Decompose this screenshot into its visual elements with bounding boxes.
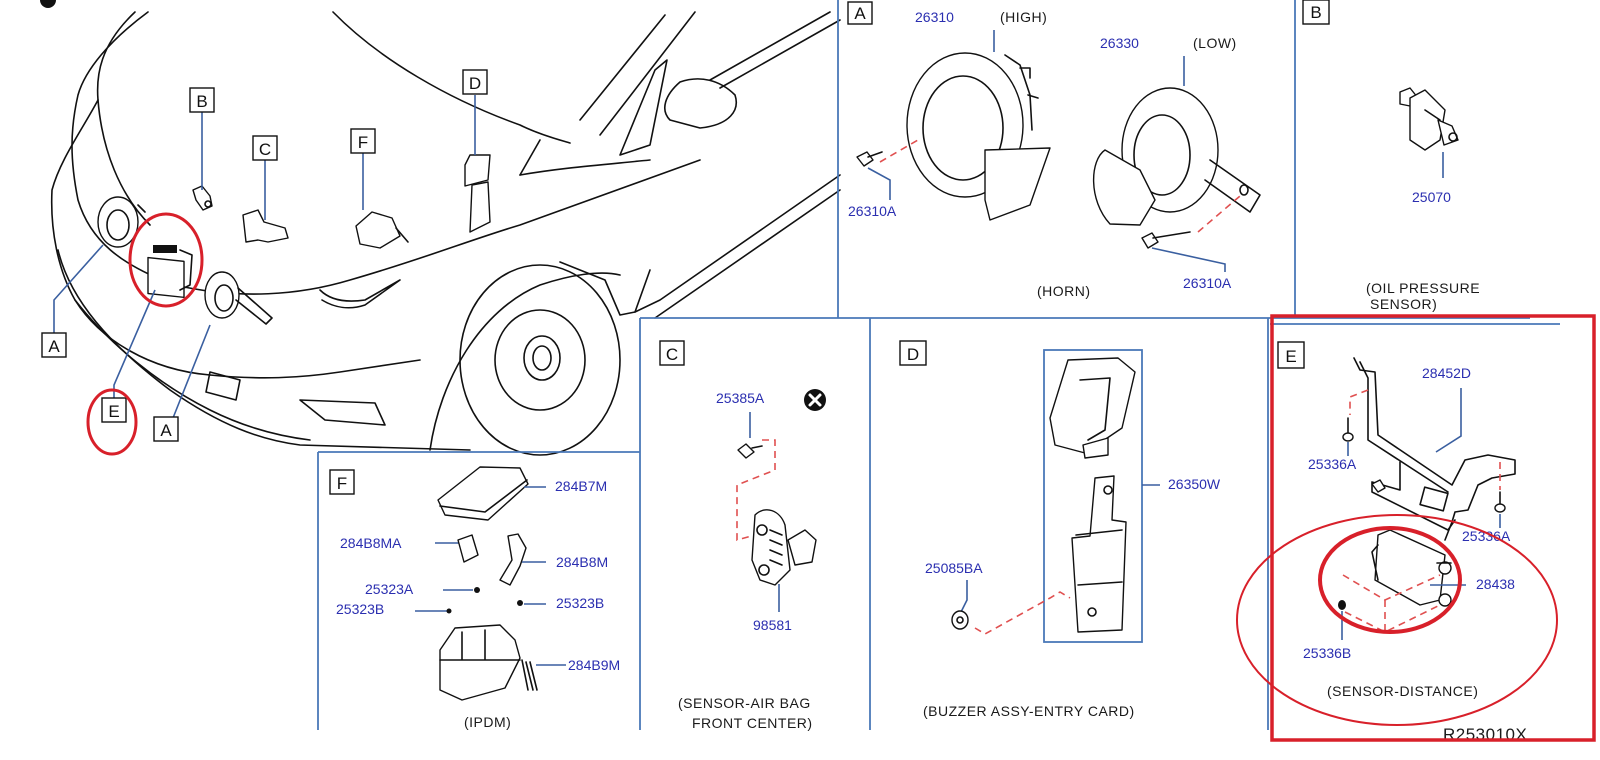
caption-airbag-line2: FRONT CENTER) — [692, 715, 813, 731]
part-25336B[interactable]: 25336B — [1303, 645, 1351, 661]
ipdm-overview — [355, 211, 409, 249]
horn-overview-right — [204, 271, 273, 325]
svg-text:E: E — [108, 402, 119, 421]
highlight-box-panel-e — [1270, 314, 1596, 742]
svg-text:C: C — [666, 345, 678, 364]
distance-sensor-overview — [147, 245, 193, 299]
callout-a-right[interactable]: A — [153, 416, 179, 442]
ipdm-cover-drawing — [437, 466, 529, 521]
caption-oil-pressure-line1: (OIL PRESSURE — [1366, 280, 1480, 296]
not-serviced-icon — [804, 389, 826, 411]
part-28452D[interactable]: 28452D — [1422, 365, 1471, 381]
svg-text:(HIGH): (HIGH) — [1000, 9, 1047, 25]
horn-overview-left — [97, 196, 146, 248]
svg-text:F: F — [337, 474, 347, 493]
part-98581[interactable]: 98581 — [753, 617, 792, 633]
part-26310A-low[interactable]: 26310A — [1183, 275, 1232, 291]
highlight-circle-callout-e — [86, 388, 138, 456]
callout-e[interactable]: E — [101, 397, 127, 423]
bullet-mark — [40, 0, 56, 8]
nut-icon — [951, 610, 969, 630]
highlight-circle-sensor-part — [1318, 526, 1462, 634]
svg-text:A: A — [854, 4, 866, 23]
part-284B8M[interactable]: 284B8M — [556, 554, 608, 570]
panel-a-horn: A 26310 (HIGH) 26310A 26330 (LOW) — [847, 1, 1261, 299]
nut-icon — [1338, 600, 1346, 610]
caption-sensor-distance: (SENSOR-DISTANCE) — [1327, 683, 1478, 699]
svg-text:A: A — [160, 421, 172, 440]
callout-d[interactable]: D — [462, 69, 488, 95]
buzzer-overview — [464, 154, 491, 233]
oil-sensor-drawing — [1399, 87, 1459, 151]
svg-text:C: C — [259, 140, 271, 159]
panel-frames — [317, 0, 1530, 730]
bolt-icon — [737, 443, 763, 459]
svg-text:B: B — [1310, 3, 1321, 22]
svg-text:D: D — [469, 74, 481, 93]
callout-a-left[interactable]: A — [41, 332, 67, 358]
ipdm-bracket-drawing — [499, 533, 527, 586]
bracket-drawing — [1353, 357, 1516, 541]
part-25385A[interactable]: 25385A — [716, 390, 765, 406]
part-25323A[interactable]: 25323A — [365, 581, 414, 597]
panel-e-sensor-distance: E 28452D 25336A 25336A — [1236, 314, 1596, 744]
part-25323B-left[interactable]: 25323B — [336, 601, 384, 617]
airbag-sensor-drawing — [751, 509, 817, 586]
callout-c[interactable]: C — [252, 135, 278, 161]
svg-text:B: B — [196, 92, 207, 111]
panel-b-oil-pressure: B 25070 (OIL PRESSURE SENSOR) — [1302, 0, 1480, 312]
horn-high-drawing — [906, 52, 1051, 221]
part-25336A-left[interactable]: 25336A — [1308, 456, 1357, 472]
highlight-circle-sensor — [128, 212, 204, 308]
panel-c-airbag-sensor: C 25385A 98581 (SENSOR-AIR BAG FRONT CEN… — [659, 340, 826, 731]
svg-text:A: A — [48, 337, 60, 356]
part-284B8MA[interactable]: 284B8MA — [340, 535, 402, 551]
part-26350W[interactable]: 26350W — [1168, 476, 1221, 492]
bolt-icon — [1494, 491, 1506, 513]
front-wheel — [429, 272, 621, 451]
buzzer-assy-bracket-box — [1043, 349, 1143, 643]
part-25070[interactable]: 25070 — [1412, 189, 1451, 205]
part-26330[interactable]: 26330 — [1100, 35, 1139, 51]
bolt-icon — [856, 151, 883, 167]
svg-text:(LOW): (LOW) — [1193, 35, 1237, 51]
part-25085BA[interactable]: 25085BA — [925, 560, 983, 576]
ipdm-base-drawing — [439, 624, 538, 701]
bolt-icon — [1141, 231, 1191, 249]
callout-b[interactable]: B — [189, 87, 215, 113]
buzzer-drawing — [1049, 357, 1136, 633]
part-25323B-right[interactable]: 25323B — [556, 595, 604, 611]
part-28438[interactable]: 28438 — [1476, 576, 1515, 592]
highlight-ellipse-sensor-group — [1236, 514, 1558, 726]
ipdm-cover-small-drawing — [457, 534, 479, 563]
caption-airbag-line1: (SENSOR-AIR BAG — [678, 695, 811, 711]
car-hood-outline — [71, 11, 701, 295]
part-26310[interactable]: 26310 — [915, 9, 954, 25]
part-284B7M[interactable]: 284B7M — [555, 478, 607, 494]
svg-text:F: F — [358, 133, 368, 152]
bolt-icon — [1342, 417, 1354, 442]
horn-low-drawing — [1092, 87, 1261, 226]
panel-d-buzzer: D 26350W 25085BA (BUZZER ASSY-ENTRY CARD… — [899, 340, 1221, 719]
caption-ipdm: (IPDM) — [464, 714, 511, 730]
callout-f[interactable]: F — [350, 128, 376, 154]
caption-horn: (HORN) — [1037, 283, 1091, 299]
car-overview: B C F D A E A — [40, 0, 841, 456]
panel-f-ipdm: F 284B7M 284B8MA 284B8M 25323A 25323B 25… — [329, 466, 620, 730]
caption-buzzer: (BUZZER ASSY-ENTRY CARD) — [923, 703, 1135, 719]
part-26310A-high[interactable]: 26310A — [848, 203, 897, 219]
part-284B9M[interactable]: 284B9M — [568, 657, 620, 673]
svg-text:D: D — [907, 345, 919, 364]
airbag-sensor-overview — [242, 209, 289, 243]
caption-oil-pressure-line2: SENSOR) — [1370, 296, 1437, 312]
svg-text:E: E — [1285, 347, 1296, 366]
